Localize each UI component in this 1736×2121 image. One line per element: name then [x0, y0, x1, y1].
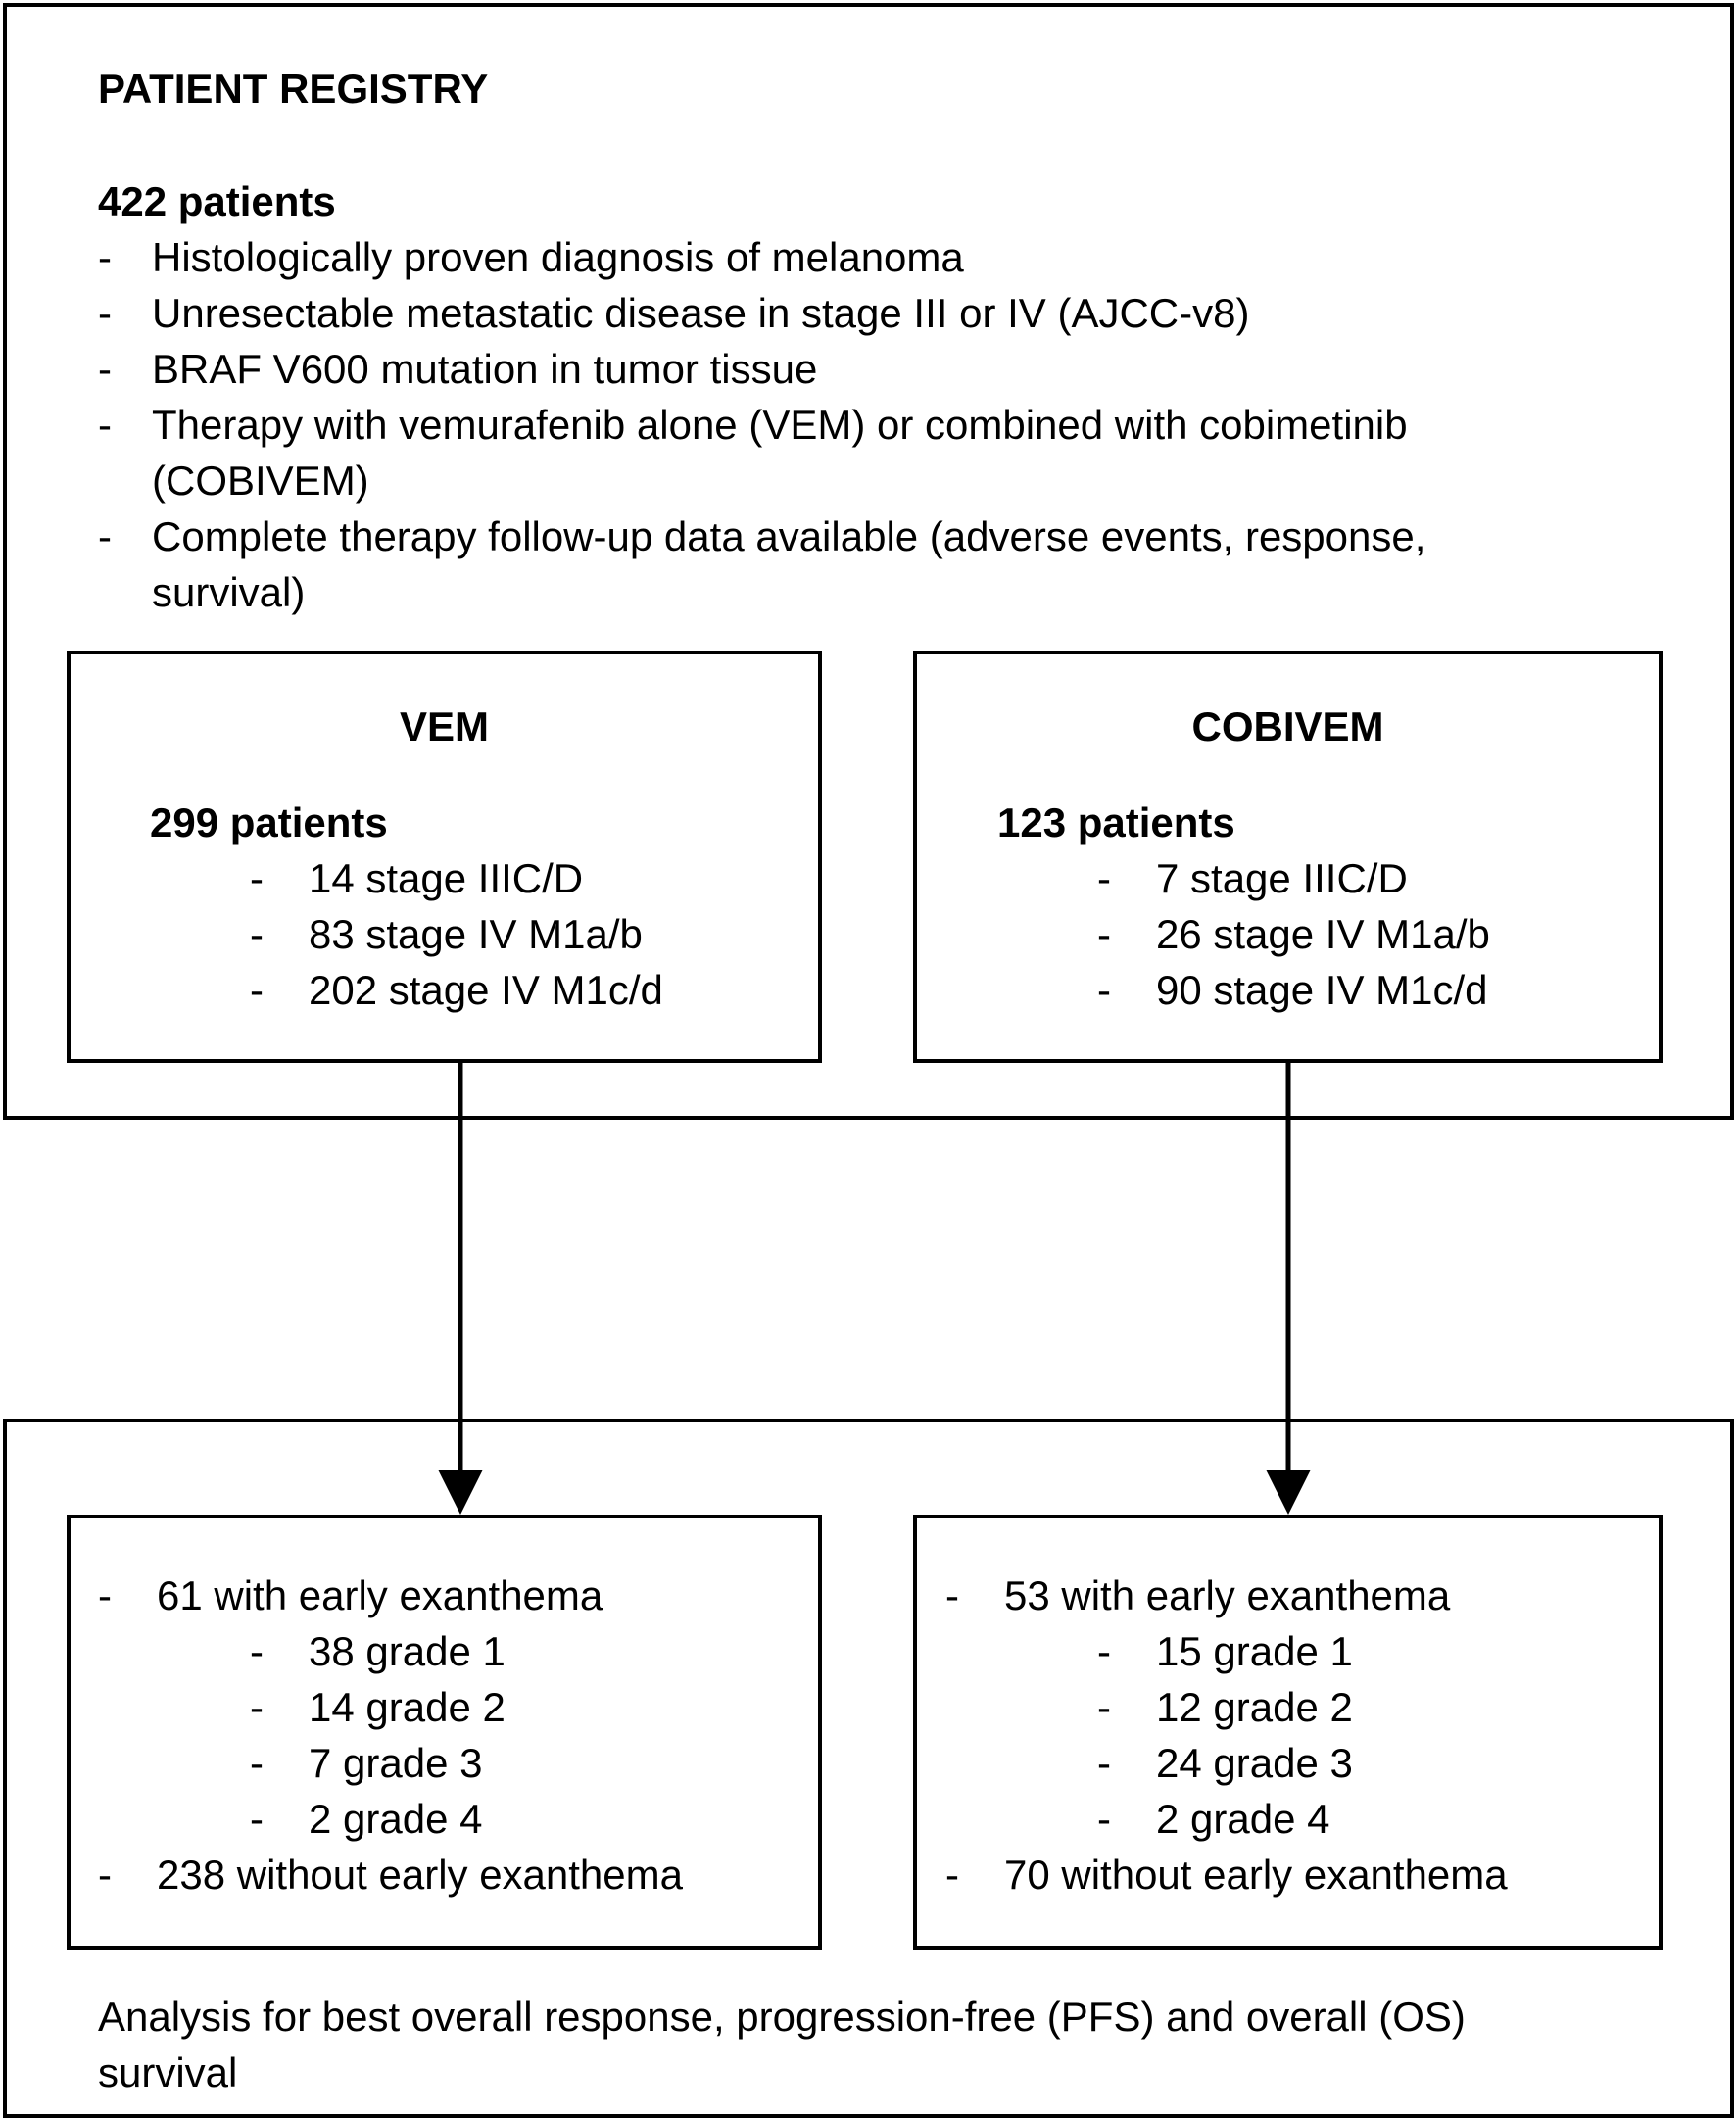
- cobivem-outcome-box: [913, 1515, 1663, 1950]
- cobivem-stage-bullet: -: [1097, 855, 1111, 901]
- registry-count: 422 patients: [98, 178, 336, 224]
- criteria-bullet: -: [98, 290, 112, 336]
- criteria-item: Unresectable metastatic disease in stage…: [152, 290, 1250, 336]
- vem-stage-bullet: -: [250, 855, 264, 901]
- cobivem-count: 123 patients: [997, 799, 1235, 845]
- vem-stage: 202 stage IV M1c/d: [309, 967, 663, 1013]
- vem-outcome-box: [67, 1515, 822, 1950]
- cobivem-grade: 15 grade 1: [1156, 1628, 1353, 1674]
- vem-grade: 38 grade 1: [309, 1628, 506, 1674]
- criteria-item: Complete therapy follow-up data availabl…: [152, 513, 1426, 559]
- vem-stage-bullet: -: [250, 967, 264, 1013]
- vem-stage: 83 stage IV M1a/b: [309, 911, 643, 957]
- vem-stage: 14 stage IIIC/D: [309, 855, 584, 901]
- cobivem-with-exanthema: 53 with early exanthema: [1004, 1572, 1451, 1618]
- vem-arrowhead: [438, 1470, 483, 1515]
- cobivem-title: COBIVEM: [1191, 703, 1384, 749]
- criteria-bullet: -: [98, 346, 112, 392]
- vem-without-exanthema: 238 without early exanthema: [157, 1852, 683, 1898]
- cobivem-grade: 12 grade 2: [1156, 1684, 1353, 1730]
- cobivem-stage: 7 stage IIIC/D: [1156, 855, 1408, 901]
- cobivem-grade-bullet: -: [1097, 1740, 1111, 1786]
- vem-grade: 14 grade 2: [309, 1684, 506, 1730]
- cobivem-stage-bullet: -: [1097, 967, 1111, 1013]
- cobivem-grade-bullet: -: [1097, 1796, 1111, 1842]
- criteria-item: Therapy with vemurafenib alone (VEM) or …: [152, 402, 1408, 448]
- vem-count: 299 patients: [150, 799, 388, 845]
- cobivem-grade-bullet: -: [1097, 1628, 1111, 1674]
- cobivem-with-bullet: -: [945, 1572, 959, 1618]
- criteria-bullet: -: [98, 402, 112, 448]
- cobivem-grade-bullet: -: [1097, 1684, 1111, 1730]
- vem-box: [67, 651, 822, 1063]
- vem-with-bullet: -: [98, 1572, 112, 1618]
- cobivem-grade: 24 grade 3: [1156, 1740, 1353, 1786]
- criteria-item-continued: (COBIVEM): [152, 458, 369, 504]
- vem-without-bullet: -: [98, 1852, 112, 1898]
- registry-title: PATIENT REGISTRY: [98, 66, 489, 112]
- vem-grade-bullet: -: [250, 1740, 264, 1786]
- vem-grade-bullet: -: [250, 1684, 264, 1730]
- cobivem-without-exanthema: 70 without early exanthema: [1004, 1852, 1508, 1898]
- criteria-bullet: -: [98, 513, 112, 559]
- vem-grade-bullet: -: [250, 1628, 264, 1674]
- vem-stage-bullet: -: [250, 911, 264, 957]
- cobivem-arrowhead: [1266, 1470, 1311, 1515]
- cobivem-stage-bullet: -: [1097, 911, 1111, 957]
- cobivem-grade: 2 grade 4: [1156, 1796, 1330, 1842]
- vem-grade-bullet: -: [250, 1796, 264, 1842]
- analysis-text-line1: Analysis for best overall response, prog…: [98, 1994, 1466, 2040]
- vem-grade: 2 grade 4: [309, 1796, 483, 1842]
- cobivem-box: [913, 651, 1663, 1063]
- cobivem-stage: 90 stage IV M1c/d: [1156, 967, 1488, 1013]
- criteria-item-continued: survival): [152, 569, 306, 615]
- vem-with-exanthema: 61 with early exanthema: [157, 1572, 603, 1618]
- analysis-text-line2: survival: [98, 2049, 238, 2096]
- vem-grade: 7 grade 3: [309, 1740, 483, 1786]
- cobivem-stage: 26 stage IV M1a/b: [1156, 911, 1490, 957]
- cobivem-without-bullet: -: [945, 1852, 959, 1898]
- vem-title: VEM: [399, 703, 489, 749]
- criteria-item: BRAF V600 mutation in tumor tissue: [152, 346, 818, 392]
- criteria-bullet: -: [98, 234, 112, 280]
- criteria-item: Histologically proven diagnosis of melan…: [152, 234, 964, 280]
